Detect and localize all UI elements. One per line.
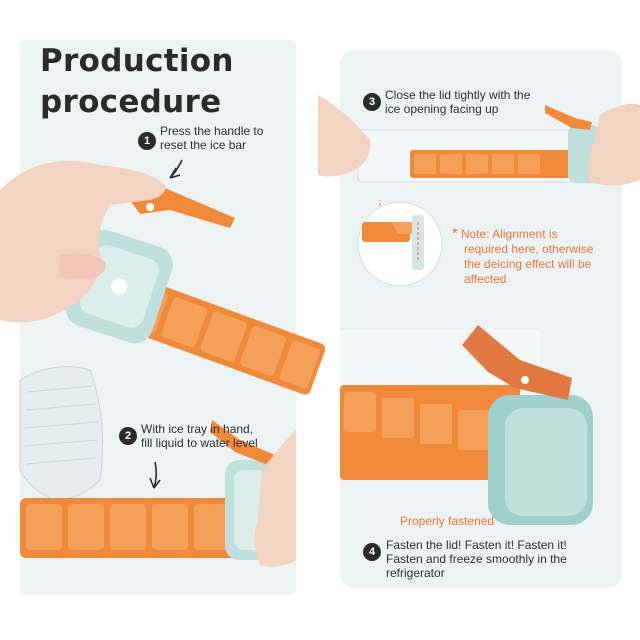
step1-text: Press the handle to reset the ice bar [160, 124, 263, 152]
step2-number-badge: 2 [119, 427, 137, 445]
step3-number-badge: 3 [363, 93, 381, 111]
note-line3: the deicing effect will be [464, 257, 592, 271]
step4-line1: Fasten the lid! Fasten it! Fasten it! [386, 538, 567, 552]
properly-fastened-caption: Properly fastened [400, 514, 495, 528]
note-asterisk: * [452, 225, 458, 242]
step2-illustration [19, 366, 296, 567]
note-line1: Note: Alignment is [460, 227, 558, 241]
step3-line1: Close the lid tightly with the [385, 88, 531, 102]
alignment-note: *Note: Alignment is required here, other… [452, 226, 593, 287]
alignment-detail-illustration [357, 200, 443, 287]
step1-illustration [0, 159, 326, 395]
note-line2: required here, otherwise [464, 242, 594, 256]
step1-number-badge: 1 [138, 132, 156, 150]
step4-number-badge: 4 [363, 543, 381, 561]
step4-line3: refrigerator [386, 566, 445, 580]
step4-text: Fasten the lid! Fasten it! Fasten it! Fa… [386, 538, 567, 580]
step4-line2: Fasten and freeze smoothly in the [386, 552, 567, 566]
step1-line2: reset the ice bar [160, 138, 247, 152]
page-title-line1: Production [40, 43, 234, 79]
step2-text: With ice tray in hand, fill liquid to wa… [141, 422, 258, 450]
step2-line2: fill liquid to water level [141, 436, 258, 450]
note-line4: affected [464, 272, 507, 286]
step3-illustration [318, 95, 640, 186]
step3-text: Close the lid tightly with the ice openi… [385, 88, 530, 116]
step3-line2: ice opening facing up [385, 102, 499, 116]
page-title-line2: procedure [40, 84, 222, 120]
step1-line1: Press the handle to [160, 124, 264, 138]
step2-line1: With ice tray in hand, [141, 422, 254, 436]
step4-illustration [340, 325, 593, 525]
